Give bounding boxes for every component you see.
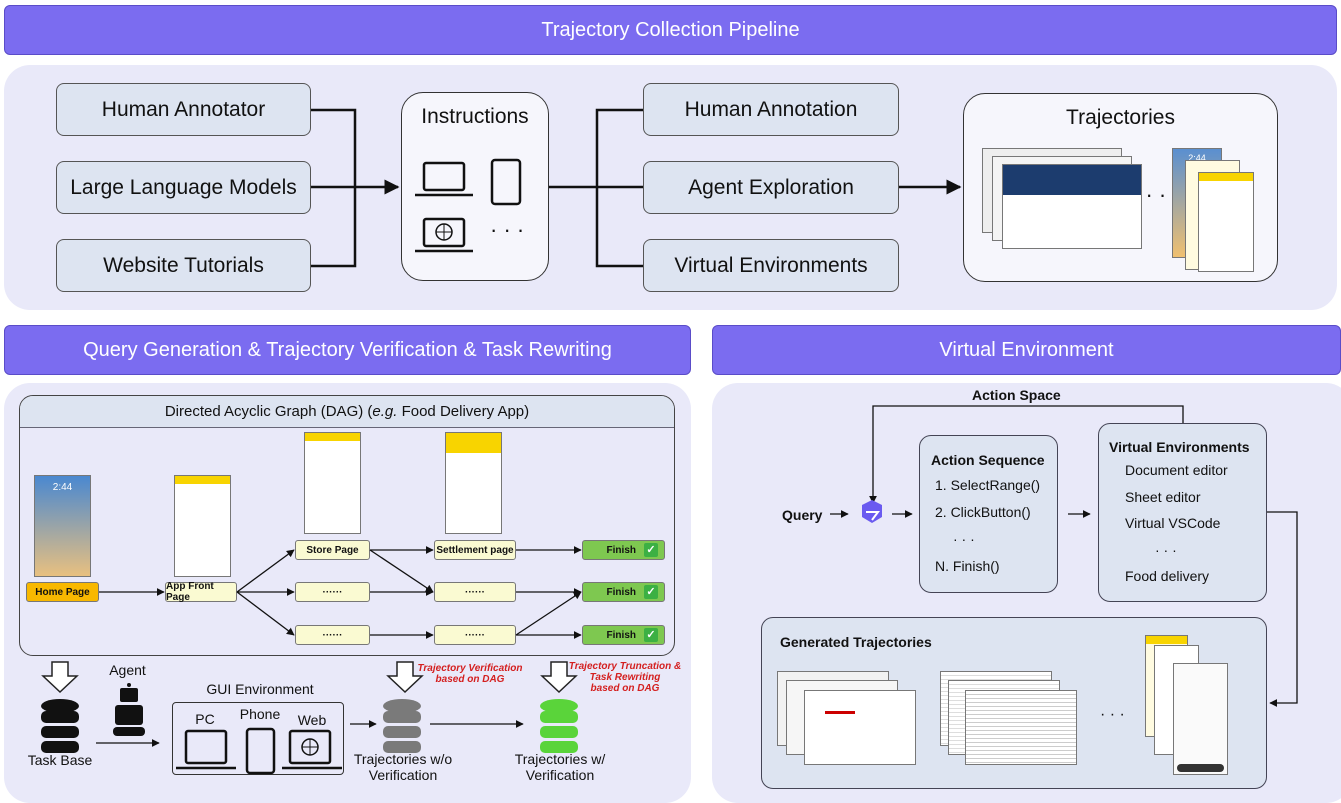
node-dots: ······	[295, 582, 370, 602]
env-item: Virtual VSCode	[1125, 515, 1221, 531]
doc-screenshot	[804, 690, 916, 765]
phone-label: Phone	[239, 706, 281, 722]
node-finish: Finish✓	[582, 582, 665, 602]
pipeline-banner: Trajectory Collection Pipeline	[4, 5, 1337, 55]
action-sequence-box: Action Sequence 1. SelectRange() 2. Clic…	[919, 435, 1058, 593]
generated-ellipsis: · · ·	[1100, 706, 1125, 723]
node-app-front-page: App Front Page	[165, 581, 237, 603]
action-item: · · ·	[953, 531, 975, 547]
pipeline-title: Trajectory Collection Pipeline	[541, 18, 800, 41]
generated-title: Generated Trajectories	[780, 634, 932, 650]
source-llm: Large Language Models	[56, 161, 311, 214]
store-screenshot	[304, 432, 361, 534]
sheet-screenshot	[965, 690, 1077, 765]
instructions-title: Instructions	[421, 105, 529, 128]
virtual-environments-box: Virtual Environments Document editor She…	[1098, 423, 1267, 602]
env-item: Sheet editor	[1125, 488, 1201, 505]
pc-label: PC	[195, 711, 215, 727]
virtual-banner: Virtual Environment	[712, 325, 1341, 375]
device-icons	[176, 158, 522, 775]
query-banner: Query Generation & Trajectory Verificati…	[4, 325, 691, 375]
node-dots: ······	[434, 582, 516, 602]
action-item: N. Finish()	[935, 558, 1000, 574]
env-item: · · ·	[1155, 541, 1177, 558]
instructions-ellipsis: · · ·	[490, 217, 525, 242]
source-website-tutorials: Website Tutorials	[56, 239, 311, 292]
node-settlement-page: Settlement page	[434, 540, 516, 560]
query-section-title: Query Generation & Trajectory Verificati…	[83, 338, 612, 361]
node-dots: ······	[295, 625, 370, 645]
check-icon: ✓	[644, 628, 658, 642]
node-store-page: Store Page	[295, 540, 370, 560]
gui-env-box	[172, 702, 344, 775]
action-item: 2. ClickButton()	[935, 504, 1031, 520]
dag-box: Directed Acyclic Graph (DAG) (e.g. Food …	[19, 395, 675, 656]
instructions-box: Instructions · · ·	[401, 92, 549, 281]
dag-title: Directed Acyclic Graph (DAG) (e.g. Food …	[20, 396, 674, 428]
virtual-environments-title: Virtual Environments	[1109, 439, 1250, 455]
web-label: Web	[297, 712, 327, 728]
task-base-label: Task Base	[27, 752, 93, 768]
front-screenshot	[174, 475, 231, 577]
method-human-annotation: Human Annotation	[643, 83, 899, 136]
phone-screenshot	[1198, 172, 1254, 272]
node-home-page: Home Page	[26, 582, 99, 602]
home-screenshot: 2:44	[34, 475, 91, 577]
traj-w-label: Trajectories w/Verification	[514, 751, 606, 783]
food-screenshot	[1173, 663, 1228, 775]
database-icons	[41, 699, 578, 753]
trajectories-title: Trajectories	[1066, 106, 1175, 129]
web-screenshot	[1002, 164, 1142, 249]
method-virtual-environments: Virtual Environments	[643, 239, 899, 292]
env-item: Document editor	[1125, 462, 1228, 478]
robot-icon	[113, 683, 145, 736]
check-icon: ✓	[644, 585, 658, 599]
phone-time: 2:44	[1188, 153, 1206, 163]
node-finish: Finish✓	[582, 625, 665, 645]
source-human-annotator: Human Annotator	[56, 83, 311, 136]
query-label: Query	[782, 507, 823, 523]
env-item: Food delivery	[1125, 568, 1210, 584]
action-item: 1. SelectRange()	[935, 477, 1041, 493]
check-icon: ✓	[644, 543, 658, 557]
model-logo-icon	[862, 500, 882, 523]
action-space-label: Action Space	[972, 387, 1061, 403]
phone-time: 2:44	[52, 482, 73, 493]
action-sequence-title: Action Sequence	[931, 452, 1045, 468]
node-dots: ······	[434, 625, 516, 645]
settlement-screenshot	[445, 432, 502, 534]
node-finish: Finish✓	[582, 540, 665, 560]
method-agent-exploration: Agent Exploration	[643, 161, 899, 214]
agent-label: Agent	[109, 662, 146, 678]
virtual-section-title: Virtual Environment	[939, 338, 1114, 361]
gui-env-label: GUI Environment	[206, 681, 314, 697]
